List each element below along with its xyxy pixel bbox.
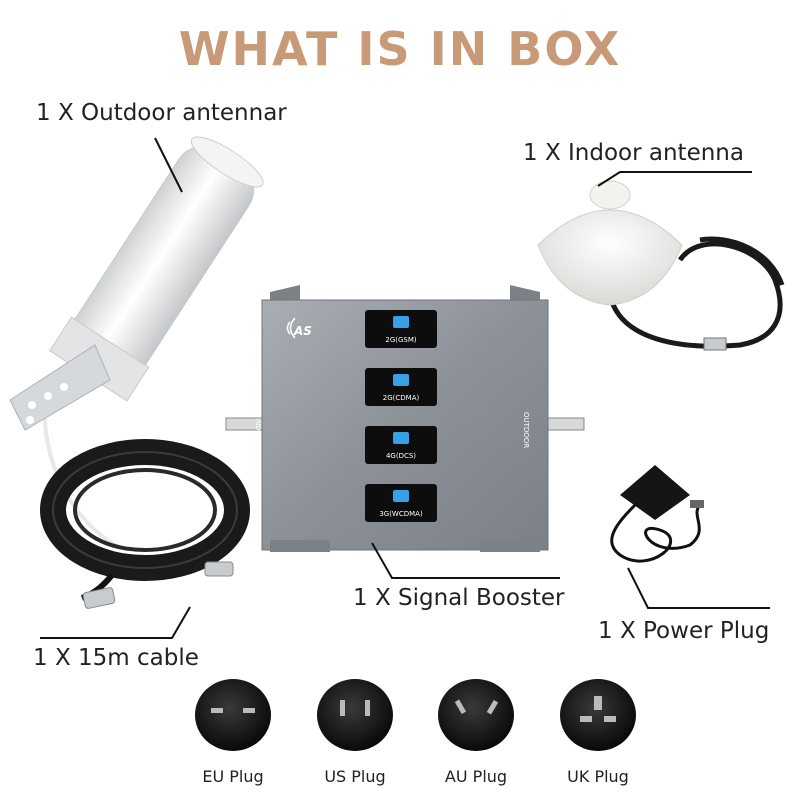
us-plug-label: US Plug (324, 767, 386, 786)
indoor-antenna-label: 1 X Indoor antenna (523, 140, 744, 166)
band-label-dcs: 4G(DCS) (385, 452, 417, 460)
outdoor-port-label: OUTDOOR (522, 412, 530, 449)
band-label-gsm: 2G(GSM) (385, 336, 417, 344)
eu-plug-label: EU Plug (202, 767, 264, 786)
power-plug-label: 1 X Power Plug (598, 618, 770, 644)
us-plug-image (317, 679, 393, 751)
power-adapter-image (610, 465, 704, 563)
indoor-antenna-image (537, 180, 785, 351)
indoor-antenna-pointer (597, 171, 752, 187)
dc-port-label: DC/12V (254, 478, 262, 505)
cable-coil-image (40, 439, 250, 609)
signal-booster-pointer (371, 542, 560, 579)
outdoor-antenna-pointer (154, 137, 183, 193)
uk-plug-image (560, 679, 636, 751)
signal-booster-image (225, 285, 585, 552)
page-title: WHAT IS IN BOX (178, 22, 622, 76)
band-label-wcdma: 3G(WCDMA) (379, 510, 423, 518)
band-label-cdma: 2G(CDMA) (382, 394, 420, 402)
booster-logo: AS (294, 324, 312, 338)
eu-plug-image (195, 679, 271, 751)
cable-label: 1 X 15m cable (33, 645, 199, 671)
au-plug-image (438, 679, 514, 751)
outdoor-antenna-image (9, 136, 264, 550)
indoor-port-label: INDOOR (254, 418, 262, 447)
power-plug-pointer (627, 567, 770, 609)
uk-plug-label: UK Plug (567, 767, 629, 786)
outdoor-antenna-label: 1 X Outdoor antennar (36, 100, 287, 126)
signal-booster-label: 1 X Signal Booster (353, 585, 565, 611)
cable-pointer (40, 606, 191, 639)
au-plug-label: AU Plug (444, 767, 508, 786)
